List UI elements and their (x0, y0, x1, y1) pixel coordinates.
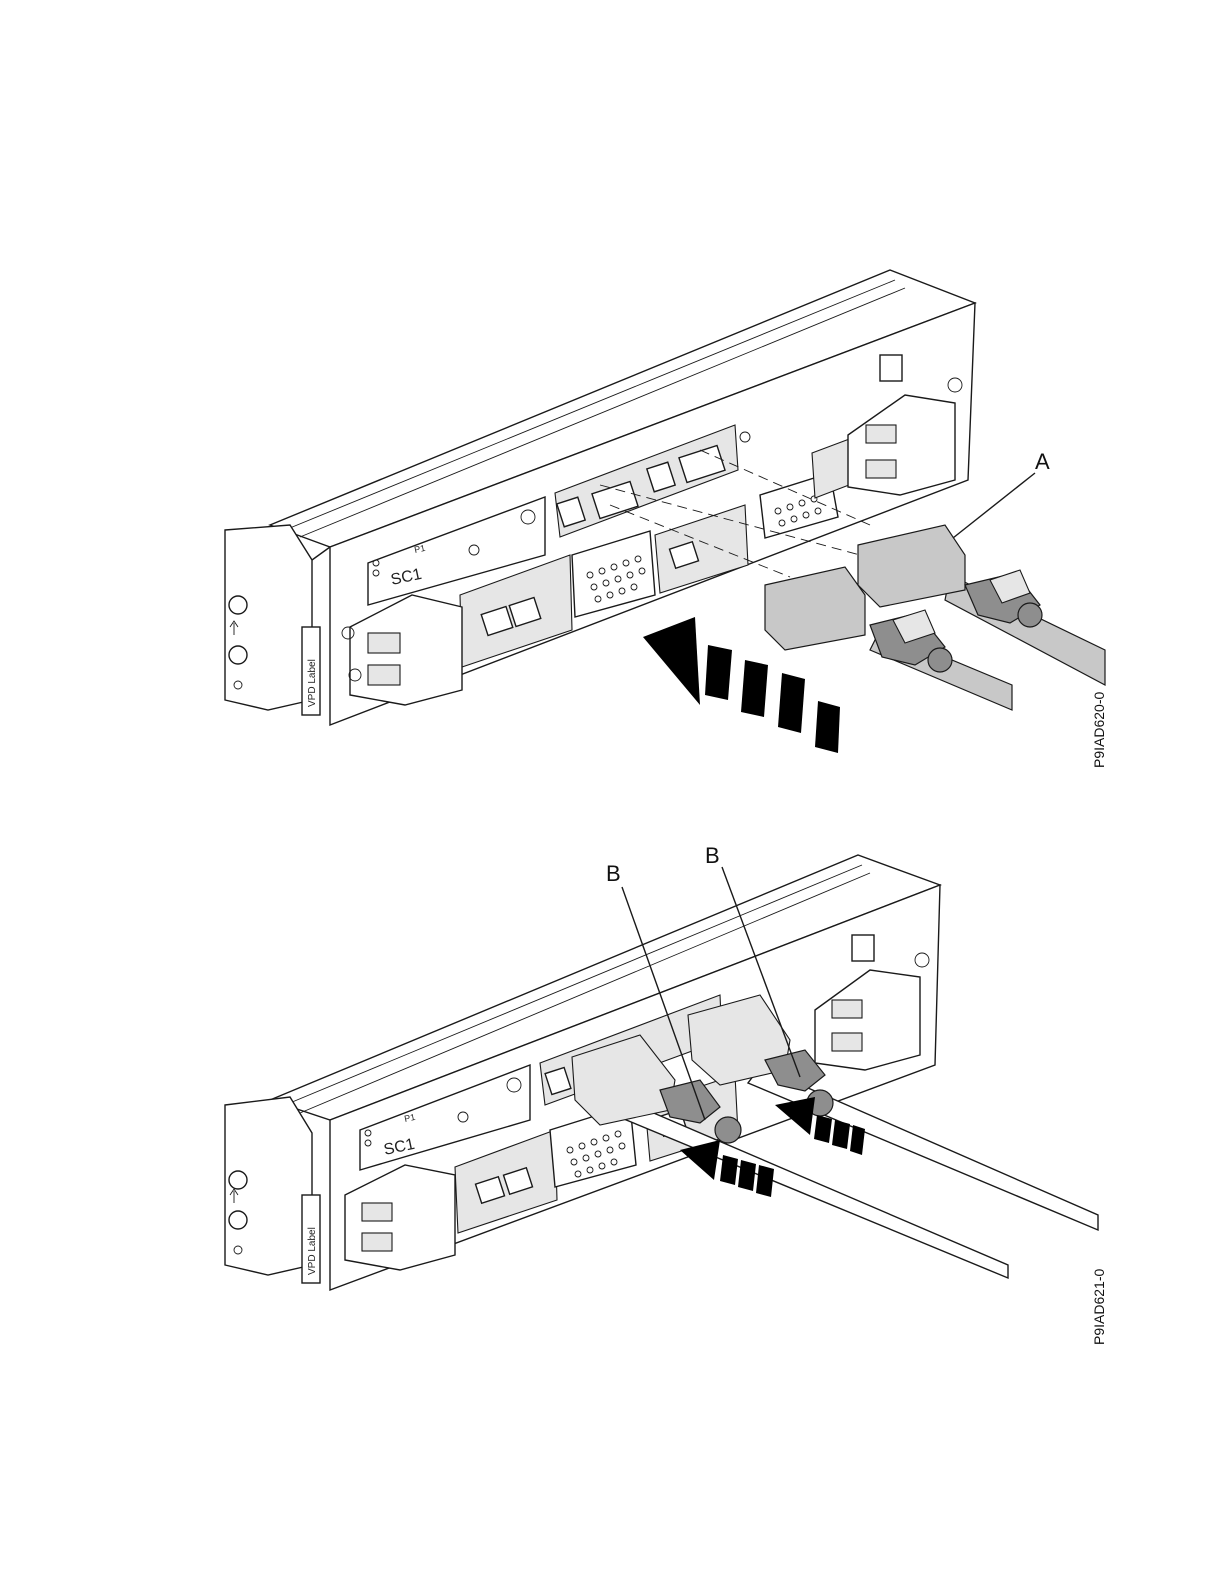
rack-bracket (225, 525, 312, 710)
t1-tag (880, 355, 902, 381)
figure-1-cable-insertion: VPD Label SC1 P1 (0, 255, 1224, 785)
vpd-label: VPD Label (307, 659, 318, 707)
vpd-label: VPD Label (307, 1227, 318, 1275)
callout-a-leader (953, 473, 1035, 538)
callout-b-1: B (606, 861, 621, 886)
figure-2-id: P9IAD621-0 (1091, 1269, 1107, 1345)
callout-a: A (1035, 449, 1050, 474)
figure-2-cable-clips: VPD Label SC1 P1 (0, 835, 1224, 1350)
figure-1-id: P9IAD620-0 (1091, 692, 1107, 768)
screw (229, 646, 247, 664)
callout-b-2: B (705, 843, 720, 868)
t1-tag (852, 935, 874, 961)
screw (229, 596, 247, 614)
